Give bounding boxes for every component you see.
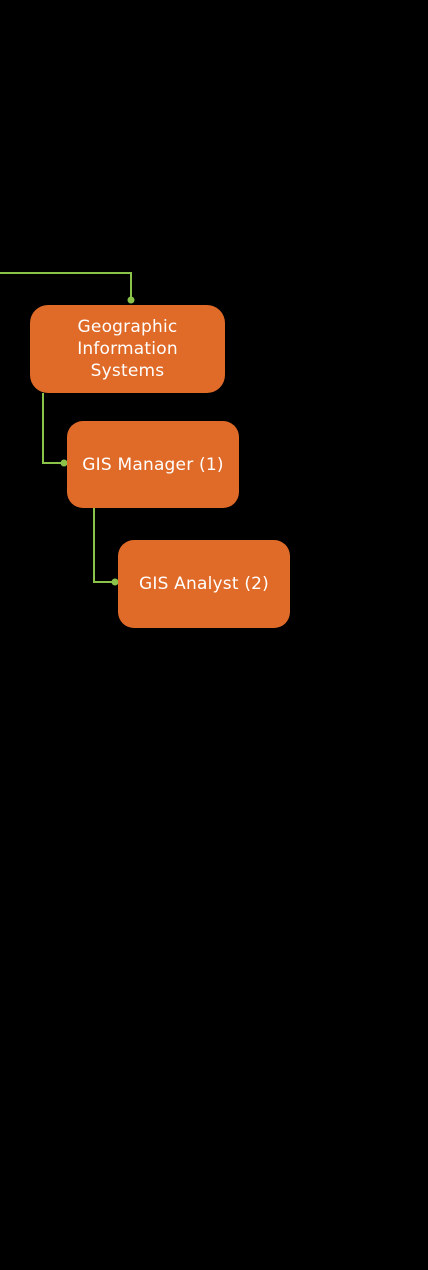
org-node-gis-analyst[interactable]: GIS Analyst (2) (118, 540, 290, 628)
connector-manager-to-analyst (93, 508, 114, 583)
org-node-label: Geographic Information Systems (77, 317, 178, 381)
org-node-geographic-information-systems[interactable]: Geographic Information Systems (30, 305, 225, 393)
org-node-gis-manager[interactable]: GIS Manager (1) (67, 421, 239, 508)
org-node-label: GIS Analyst (2) (139, 574, 269, 594)
connector-gis-to-manager (42, 393, 63, 464)
connector-dot-gis (127, 296, 135, 304)
org-node-label: GIS Manager (1) (82, 454, 224, 475)
connector-parent-to-gis (0, 272, 132, 299)
